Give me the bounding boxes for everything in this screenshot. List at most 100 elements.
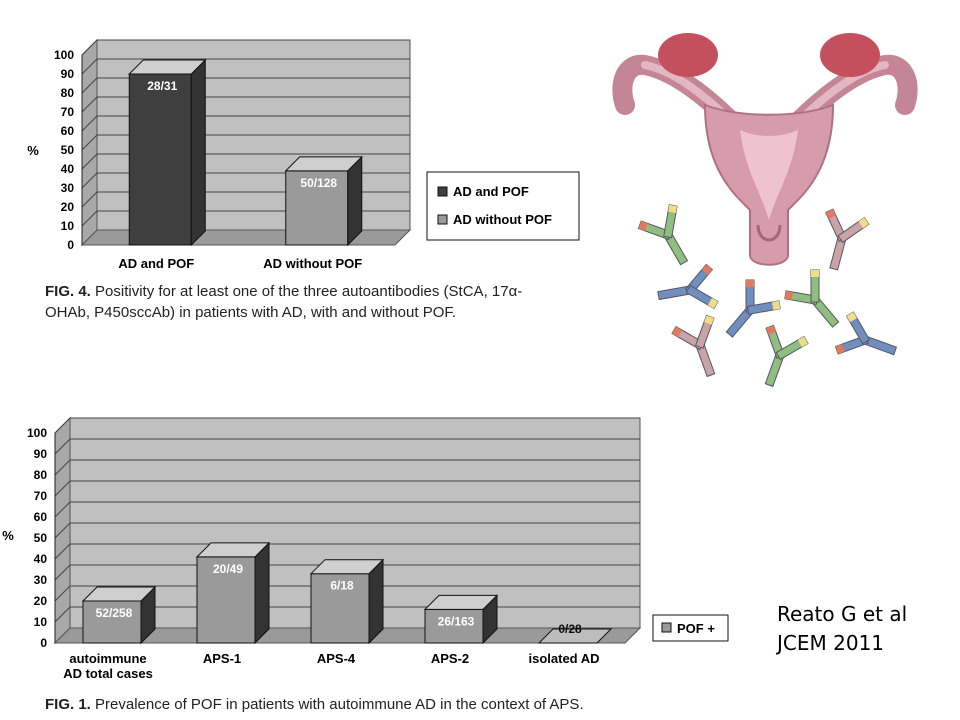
bar-front xyxy=(196,556,256,644)
gridline xyxy=(54,585,640,602)
bar-data-label: 6/18 xyxy=(330,579,354,593)
gridline xyxy=(54,417,640,434)
y-tick-label: 40 xyxy=(61,162,75,176)
bar-front xyxy=(424,608,484,644)
bar xyxy=(128,58,207,247)
x-category-label: autoimmune xyxy=(69,651,146,666)
gridline xyxy=(54,501,640,518)
bar-front xyxy=(285,170,349,246)
bar-data-label: 20/49 xyxy=(213,562,243,576)
gridline xyxy=(54,480,640,497)
bar-data-label: 26/163 xyxy=(438,614,475,628)
caption-fig4-text: Positivity for at least one of the three… xyxy=(45,283,523,321)
bar xyxy=(537,628,613,644)
antibody-icon xyxy=(825,208,870,271)
y-tick-label: 10 xyxy=(61,219,75,233)
gridline xyxy=(81,58,410,75)
y-tick-label: 20 xyxy=(34,594,48,608)
y-tick-label: 50 xyxy=(61,143,75,157)
gridline xyxy=(54,459,640,476)
antibody-icon xyxy=(657,263,719,310)
bar xyxy=(195,541,271,645)
legend-swatch xyxy=(661,622,672,633)
x-category-label: APS-1 xyxy=(203,651,241,666)
y-tick-label: 10 xyxy=(34,615,48,629)
y-tick-label: 0 xyxy=(40,636,47,650)
antibody-icon xyxy=(784,269,840,328)
bar-top xyxy=(309,559,385,575)
gridline xyxy=(54,543,640,560)
x-category-label: AD and POF xyxy=(118,256,194,271)
bar-data-label: 50/128 xyxy=(300,176,337,190)
x-category-label: AD total cases xyxy=(63,666,153,681)
gridline xyxy=(81,153,410,170)
y-tick-label: 80 xyxy=(61,86,75,100)
antibody-icon xyxy=(671,314,716,378)
legend-swatch xyxy=(437,186,448,197)
y-tick-label: 90 xyxy=(34,447,48,461)
x-category-label: APS-2 xyxy=(431,651,469,666)
y-axis-label: % xyxy=(2,528,14,543)
caption-fig4-label: FIG. 4. xyxy=(45,283,91,300)
bar-top xyxy=(284,156,363,172)
legend-label: AD and POF xyxy=(453,184,529,199)
legend-label: AD without POF xyxy=(453,212,552,227)
bar-top xyxy=(128,59,207,75)
citation-line-1: Reato G et al xyxy=(777,602,908,626)
bar xyxy=(81,585,157,645)
gridline xyxy=(81,39,410,56)
bar-side xyxy=(254,541,270,645)
gridline xyxy=(54,522,640,539)
bar xyxy=(309,558,385,645)
bar xyxy=(284,155,363,247)
antibody-icon xyxy=(725,279,781,338)
y-tick-label: 70 xyxy=(34,489,48,503)
left-ovary xyxy=(658,33,718,77)
chart-fig1-prevalence: 0102030405060708090100%52/258autoimmuneA… xyxy=(2,416,729,681)
y-tick-label: 100 xyxy=(27,426,47,440)
caption-fig1: FIG. 1. Prevalence of POF in patients wi… xyxy=(45,694,745,715)
y-tick-label: 90 xyxy=(61,67,75,81)
legend: AD and POF AD without POF xyxy=(426,171,580,241)
y-tick-label: 70 xyxy=(61,105,75,119)
x-category-label: APS-4 xyxy=(317,651,356,666)
caption-fig1-text: Prevalence of POF in patients with autoi… xyxy=(95,696,584,713)
gridline xyxy=(81,77,410,94)
y-tick-label: 50 xyxy=(34,531,48,545)
y-axis-label: % xyxy=(27,143,39,158)
x-category-label: AD without POF xyxy=(263,256,362,271)
bar-top xyxy=(537,628,613,644)
citation-credit: Reato G et al JCEM 2011 xyxy=(777,600,907,658)
gridline xyxy=(81,96,410,113)
y-tick-label: 30 xyxy=(61,181,75,195)
bar-top xyxy=(195,542,271,558)
y-tick-label: 60 xyxy=(34,510,48,524)
uterus-image xyxy=(612,33,918,266)
antibody-icon xyxy=(764,324,809,388)
bar-front xyxy=(82,600,142,644)
citation-line-2: JCEM 2011 xyxy=(777,631,885,655)
bar xyxy=(423,594,499,645)
y-tick-label: 80 xyxy=(34,468,48,482)
legend: POF + xyxy=(652,614,729,642)
uterus-illustration xyxy=(612,33,918,388)
legend-box xyxy=(426,171,580,241)
antibody-icon xyxy=(834,311,898,356)
gridline xyxy=(81,134,410,151)
caption-fig4: FIG. 4. Positivity for at least one of t… xyxy=(45,281,565,323)
antibody-icon xyxy=(637,204,689,266)
y-tick-label: 40 xyxy=(34,552,48,566)
bar-top xyxy=(423,594,499,610)
y-tick-label: 100 xyxy=(54,48,74,62)
bar-data-label: 52/258 xyxy=(96,606,133,620)
caption-fig1-label: FIG. 1. xyxy=(45,696,91,713)
bar-side xyxy=(347,155,363,247)
y-tick-label: 60 xyxy=(61,124,75,138)
x-category-label: isolated AD xyxy=(528,651,599,666)
bar-data-label: 0/28 xyxy=(558,622,582,636)
right-ovary xyxy=(820,33,880,77)
y-tick-label: 0 xyxy=(67,238,74,252)
y-tick-label: 20 xyxy=(61,200,75,214)
bar-front xyxy=(128,73,192,246)
